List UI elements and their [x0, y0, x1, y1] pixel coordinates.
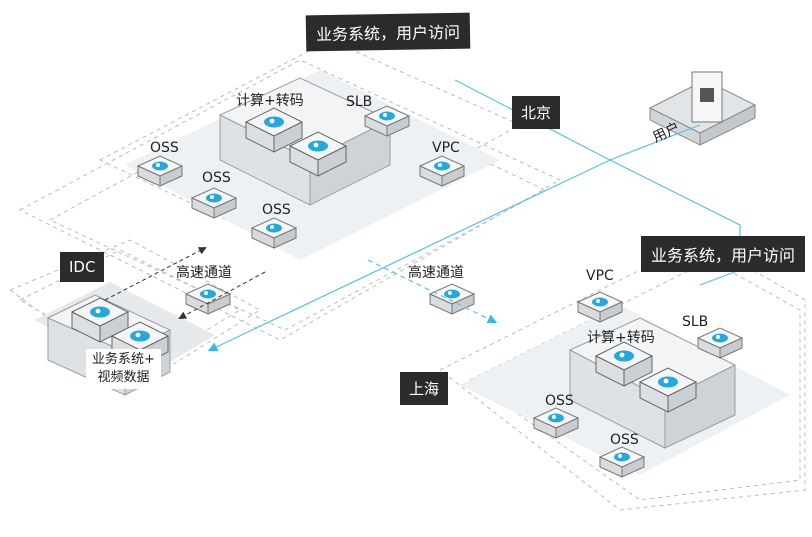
shanghai-compute-block: [568, 317, 737, 449]
shanghai-banner: 业务系统，用户访问: [641, 236, 806, 272]
beijing-region-tag: 北京: [512, 96, 561, 129]
idc-box-label-line2: 视频数据: [97, 370, 150, 385]
idc-channel-label: 高速通道: [176, 265, 232, 281]
shanghai-vpc-label: VPC: [586, 268, 614, 284]
user-terminal-icon: [648, 71, 757, 146]
beijing-slb-label: SLB: [346, 94, 373, 110]
beijing-oss-label-3: OSS: [262, 202, 291, 218]
shanghai-region-tag: 上海: [400, 372, 449, 405]
idc-box-label-line1: 业务系统+: [92, 352, 155, 367]
idc-box-label: 业务系统+ 视频数据: [86, 349, 161, 389]
beijing-compute-label: 计算+转码: [236, 93, 304, 109]
beijing-oss-label-2: OSS: [202, 170, 231, 186]
middle-channel-icon: [429, 283, 475, 315]
beijing-vpc-label: VPC: [432, 140, 460, 156]
beijing-compute-block: [218, 77, 392, 206]
beijing-oss-label-1: OSS: [150, 140, 179, 156]
shanghai-compute-label: 计算+转码: [587, 330, 655, 346]
middle-channel-label: 高速通道: [408, 265, 464, 281]
shanghai-oss-label-2: OSS: [610, 432, 639, 448]
idc-channel-icon: [185, 283, 231, 315]
idc-channel-arrows: [104, 247, 266, 319]
beijing-banner: 业务系统，用户访问: [305, 12, 471, 52]
idc-tag: IDC: [60, 252, 105, 282]
shanghai-slb-label: SLB: [682, 314, 709, 330]
shanghai-oss-label-1: OSS: [545, 393, 574, 409]
